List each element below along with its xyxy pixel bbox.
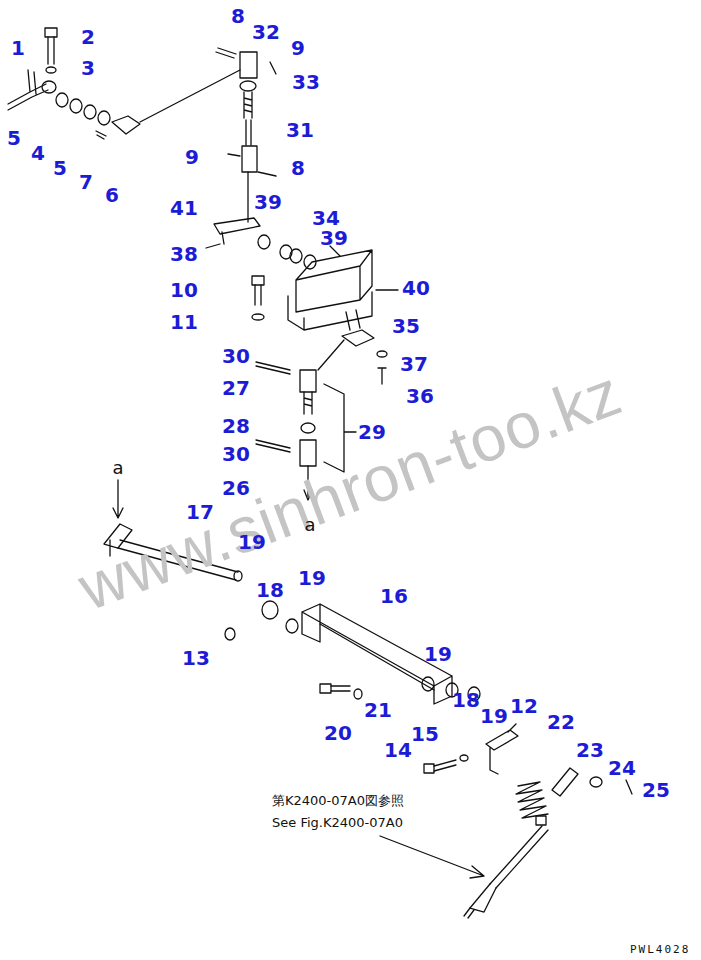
callout-number: 1 [11, 38, 25, 58]
callout-number: 40 [402, 278, 430, 298]
callout-number: 4 [31, 143, 45, 163]
callout-number: 28 [222, 416, 250, 436]
callout-number: 18 [452, 690, 480, 710]
callout-number: 30 [222, 346, 250, 366]
view-marker: a [112, 459, 123, 477]
callout-number: 16 [380, 586, 408, 606]
callout-number: 14 [384, 740, 412, 760]
callout-number: 22 [547, 712, 575, 732]
callout-number: 10 [170, 280, 198, 300]
callout-number: 18 [256, 580, 284, 600]
callout-number: 7 [79, 172, 93, 192]
callout-number: 33 [292, 72, 320, 92]
callout-number: 19 [480, 706, 508, 726]
callout-number: 11 [170, 312, 198, 332]
callout-number: 12 [510, 696, 538, 716]
callout-number: 19 [424, 644, 452, 664]
callout-number: 13 [182, 648, 210, 668]
callout-number: 3 [81, 58, 95, 78]
callout-number: 17 [186, 502, 214, 522]
callout-number: 23 [576, 740, 604, 760]
callout-number: 6 [105, 185, 119, 205]
callout-number: 34 [312, 208, 340, 228]
view-marker: a [304, 516, 315, 534]
callout-number: 8 [231, 6, 245, 26]
callout-number: 21 [364, 700, 392, 720]
callout-number: 24 [608, 758, 636, 778]
callout-number: 38 [170, 244, 198, 264]
callout-number: 19 [238, 532, 266, 552]
reference-note: 第K2400-07A0図参照 [272, 794, 404, 807]
callout-number: 39 [320, 228, 348, 248]
callout-number: 9 [185, 147, 199, 167]
callout-number: 9 [291, 38, 305, 58]
callout-number: 25 [642, 780, 670, 800]
callout-number: 31 [286, 120, 314, 140]
callout-number: 2 [81, 27, 95, 47]
watermark: www.sinhron-too.kz [70, 360, 629, 621]
callout-number: 5 [53, 158, 67, 178]
callout-number: 5 [7, 128, 21, 148]
callout-number: 36 [406, 386, 434, 406]
callout-number: 20 [324, 723, 352, 743]
drawing-code: PWL4028 [630, 944, 690, 955]
callout-number: 32 [252, 22, 280, 42]
callout-number: 30 [222, 444, 250, 464]
callout-number: 26 [222, 478, 250, 498]
callout-number: 35 [392, 316, 420, 336]
reference-note: See Fig.K2400-07A0 [272, 816, 403, 829]
callout-number: 41 [170, 198, 198, 218]
callout-number: 37 [400, 354, 428, 374]
callout-number: 39 [254, 192, 282, 212]
callout-number: 8 [291, 158, 305, 178]
callout-number: 29 [358, 422, 386, 442]
callout-number: 15 [411, 724, 439, 744]
callout-number: 19 [298, 568, 326, 588]
callout-number: 27 [222, 378, 250, 398]
